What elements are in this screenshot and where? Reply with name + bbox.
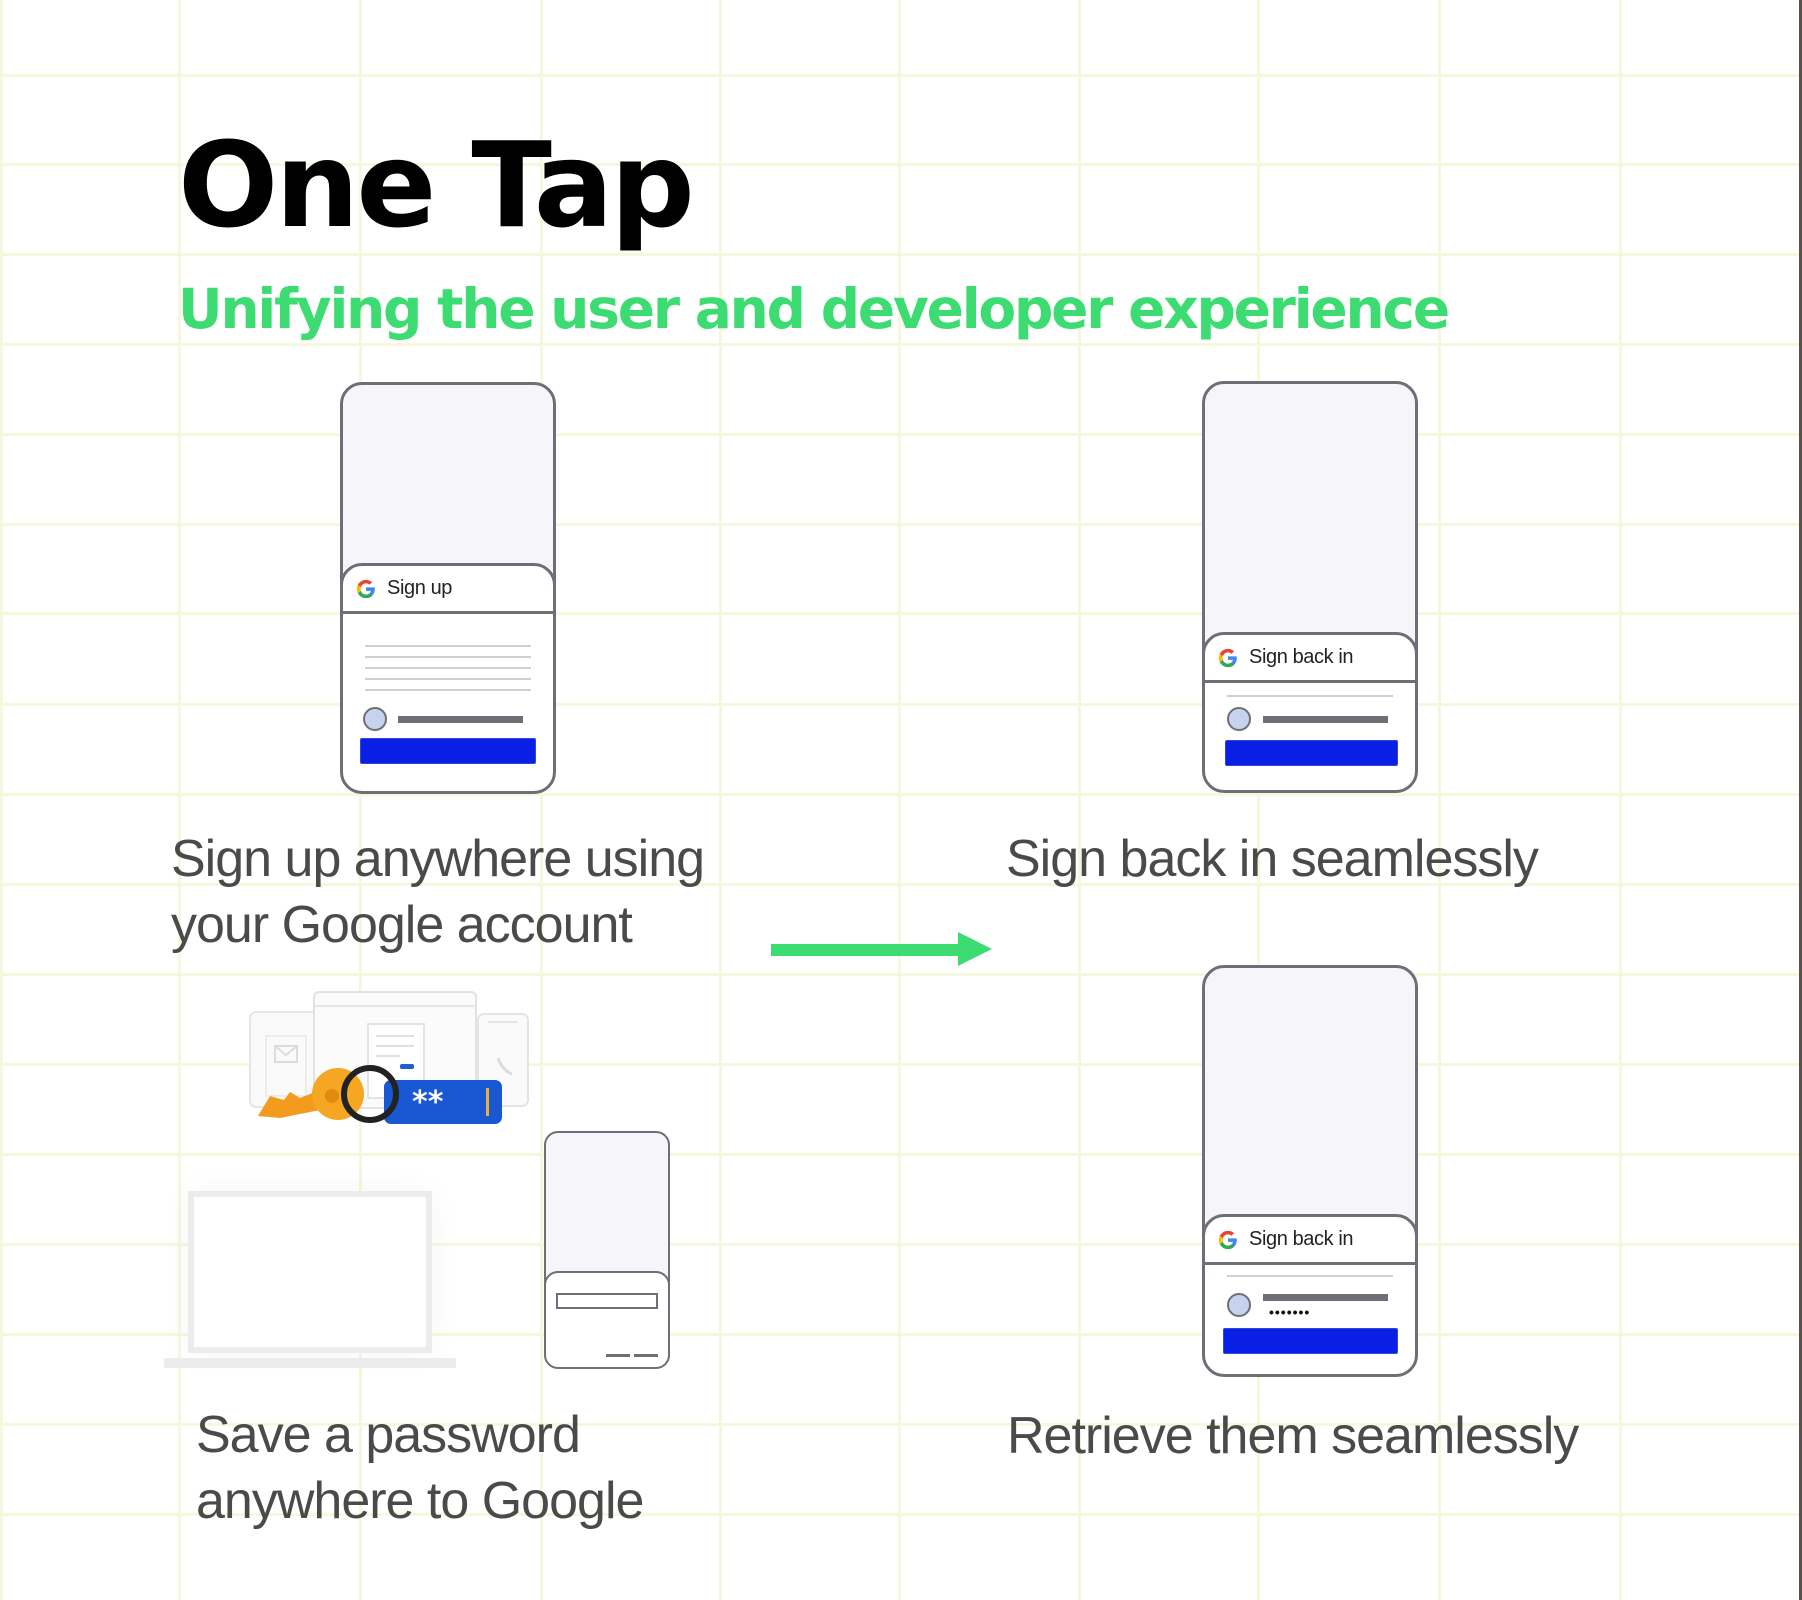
placeholder-text-line — [365, 678, 531, 680]
grid-line — [0, 1423, 1802, 1426]
grid-line — [0, 703, 1802, 706]
grid-line — [0, 0, 3, 1600]
grid-line — [0, 973, 1802, 976]
account-name-bar — [1263, 1294, 1388, 1301]
dash-icon — [606, 1354, 630, 1357]
caption-line: your Google account — [171, 896, 633, 954]
grid-line — [540, 0, 543, 1600]
grid-line — [0, 433, 1802, 436]
grid-line — [0, 523, 1802, 526]
grid-line — [0, 1153, 1802, 1156]
continue-button[interactable] — [1225, 740, 1398, 766]
sheet-title: Sign back in — [1249, 646, 1354, 668]
laptop-illustration — [188, 1191, 432, 1353]
account-name-bar — [1263, 716, 1388, 723]
slide-subtitle: Unifying the user and developer experien… — [178, 277, 1450, 341]
password-field[interactable] — [556, 1293, 658, 1309]
grid-line — [0, 1333, 1802, 1336]
account-avatar — [1227, 707, 1251, 731]
grid-line — [0, 793, 1802, 796]
sheet-header: Sign up — [343, 566, 553, 614]
caption-line: Sign up anywhere using — [171, 830, 705, 888]
frame-edge — [1799, 0, 1802, 1600]
grid-line — [0, 612, 1802, 615]
key-ring-password-icon: ** — [249, 991, 529, 1124]
grid-line — [0, 253, 1802, 256]
sign-back-in-caption: Sign back in seamlessly — [1006, 830, 1539, 888]
continue-button[interactable] — [1223, 1328, 1398, 1354]
grid-line — [1619, 0, 1622, 1600]
laptop-base — [164, 1358, 456, 1368]
account-avatar — [363, 707, 387, 731]
sign-back-in-phone-mockup: Sign back in — [1202, 381, 1418, 793]
sheet-header: Sign back in — [1205, 1217, 1415, 1265]
arrow-right-icon — [771, 932, 992, 966]
password-mask: ••••••• — [1269, 1304, 1311, 1320]
grid-line — [0, 883, 1802, 886]
grid-line — [1078, 0, 1081, 1600]
google-g-icon — [1218, 648, 1237, 667]
grid-line — [0, 163, 1802, 166]
save-password-phone-mockup — [544, 1131, 670, 1369]
retrieve-phone-mockup: Sign back in ••••••• — [1202, 965, 1418, 1377]
grid-line — [1438, 0, 1441, 1600]
dash-icon — [634, 1354, 658, 1357]
grid-line — [0, 74, 1802, 77]
placeholder-text-line — [1227, 1275, 1393, 1277]
placeholder-text-line — [365, 689, 531, 691]
caption-line: anywhere to Google — [196, 1472, 644, 1530]
one-tap-sheet: Sign back in ••••••• — [1205, 1214, 1415, 1374]
sheet-title: Sign up — [387, 577, 453, 599]
placeholder-text-line — [1227, 695, 1393, 697]
sheet-title: Sign back in — [1249, 1228, 1354, 1250]
grid-line — [0, 1243, 1802, 1246]
grid-line — [719, 0, 722, 1600]
grid-line — [0, 343, 1802, 346]
account-avatar — [1227, 1293, 1251, 1317]
one-tap-sheet: Sign up — [343, 563, 553, 791]
google-g-icon — [356, 579, 375, 598]
slide-title: One Tap — [178, 116, 695, 254]
save-password-caption: Save a password anywhere to Google — [196, 1402, 644, 1534]
grid-line — [359, 0, 362, 1600]
grid-line — [178, 0, 181, 1600]
caption-line: Save a password — [196, 1406, 581, 1464]
sign-up-caption: Sign up anywhere using your Google accou… — [171, 826, 705, 958]
grid-line — [1257, 0, 1260, 1600]
placeholder-text-line — [365, 667, 531, 669]
continue-button[interactable] — [360, 738, 536, 764]
sign-up-phone-mockup: Sign up — [340, 382, 556, 794]
grid-line — [0, 1063, 1802, 1066]
retrieve-caption: Retrieve them seamlessly — [1007, 1407, 1579, 1465]
save-password-sheet — [546, 1271, 668, 1367]
placeholder-text-line — [365, 645, 531, 647]
password-tag-text: ** — [412, 1085, 444, 1120]
google-g-icon — [1218, 1230, 1237, 1249]
sheet-header: Sign back in — [1205, 635, 1415, 683]
placeholder-text-line — [365, 656, 531, 658]
account-name-bar — [398, 716, 523, 723]
grid-line — [0, 1513, 1802, 1516]
one-tap-sheet: Sign back in — [1205, 632, 1415, 790]
grid-line — [898, 0, 901, 1600]
